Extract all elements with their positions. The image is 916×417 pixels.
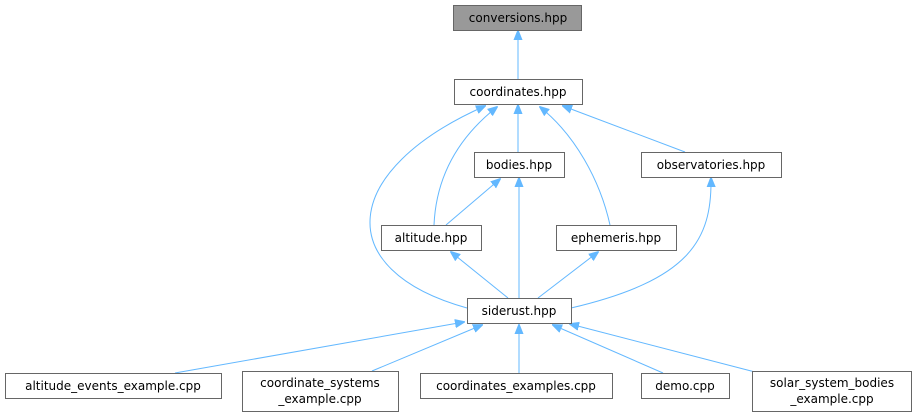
edge-observatories-coordinates [563, 106, 686, 153]
edge-altitude-bodies [445, 179, 500, 226]
node-coordinate-systems-example[interactable]: coordinate_systems _example.cpp [242, 371, 399, 412]
node-label-line2: _example.cpp [789, 392, 873, 406]
edge-siderust-observatories [570, 178, 711, 309]
node-label: altitude.hpp [395, 231, 468, 245]
node-label: conversions.hpp [469, 11, 567, 25]
node-label-line1: coordinate_systems [260, 376, 380, 390]
node-solar-system-bodies-example[interactable]: solar_system_bodies _example.cpp [752, 371, 912, 412]
edge-siderust-ephemeris [537, 252, 598, 299]
node-conversions[interactable]: conversions.hpp [453, 5, 582, 31]
edge-altitude-events-siderust [174, 322, 464, 374]
node-label: ephemeris.hpp [571, 231, 661, 245]
edge-demo-siderust [553, 325, 664, 374]
edge-solar-system-siderust [570, 324, 756, 373]
node-label: altitude_events_example.cpp [25, 379, 201, 393]
edge-altitude-coordinates [433, 107, 497, 226]
node-coordinates[interactable]: coordinates.hpp [454, 79, 583, 105]
node-label: coordinates_examples.cpp [436, 379, 596, 393]
edge-siderust-altitude [451, 252, 509, 299]
edge-ephemeris-coordinates [540, 107, 611, 226]
node-siderust[interactable]: siderust.hpp [467, 298, 572, 324]
node-label: demo.cpp [655, 379, 714, 393]
node-altitude[interactable]: altitude.hpp [381, 225, 482, 251]
node-label: bodies.hpp [486, 158, 552, 172]
node-label: observatories.hpp [657, 158, 766, 172]
node-demo[interactable]: demo.cpp [641, 373, 730, 399]
edge-coordinate-systems-siderust [371, 325, 482, 372]
edges [174, 31, 756, 374]
node-label: coordinates.hpp [470, 85, 567, 99]
node-altitude-events-example[interactable]: altitude_events_example.cpp [5, 373, 222, 399]
node-label: siderust.hpp [482, 304, 557, 318]
node-label-line2: _example.cpp [277, 392, 361, 406]
node-observatories[interactable]: observatories.hpp [641, 152, 782, 178]
node-ephemeris[interactable]: ephemeris.hpp [556, 225, 677, 251]
node-label-line1: solar_system_bodies [770, 376, 894, 390]
node-coordinates-examples[interactable]: coordinates_examples.cpp [420, 373, 613, 399]
edge-siderust-coordinates [369, 106, 485, 309]
node-bodies[interactable]: bodies.hpp [474, 152, 565, 178]
